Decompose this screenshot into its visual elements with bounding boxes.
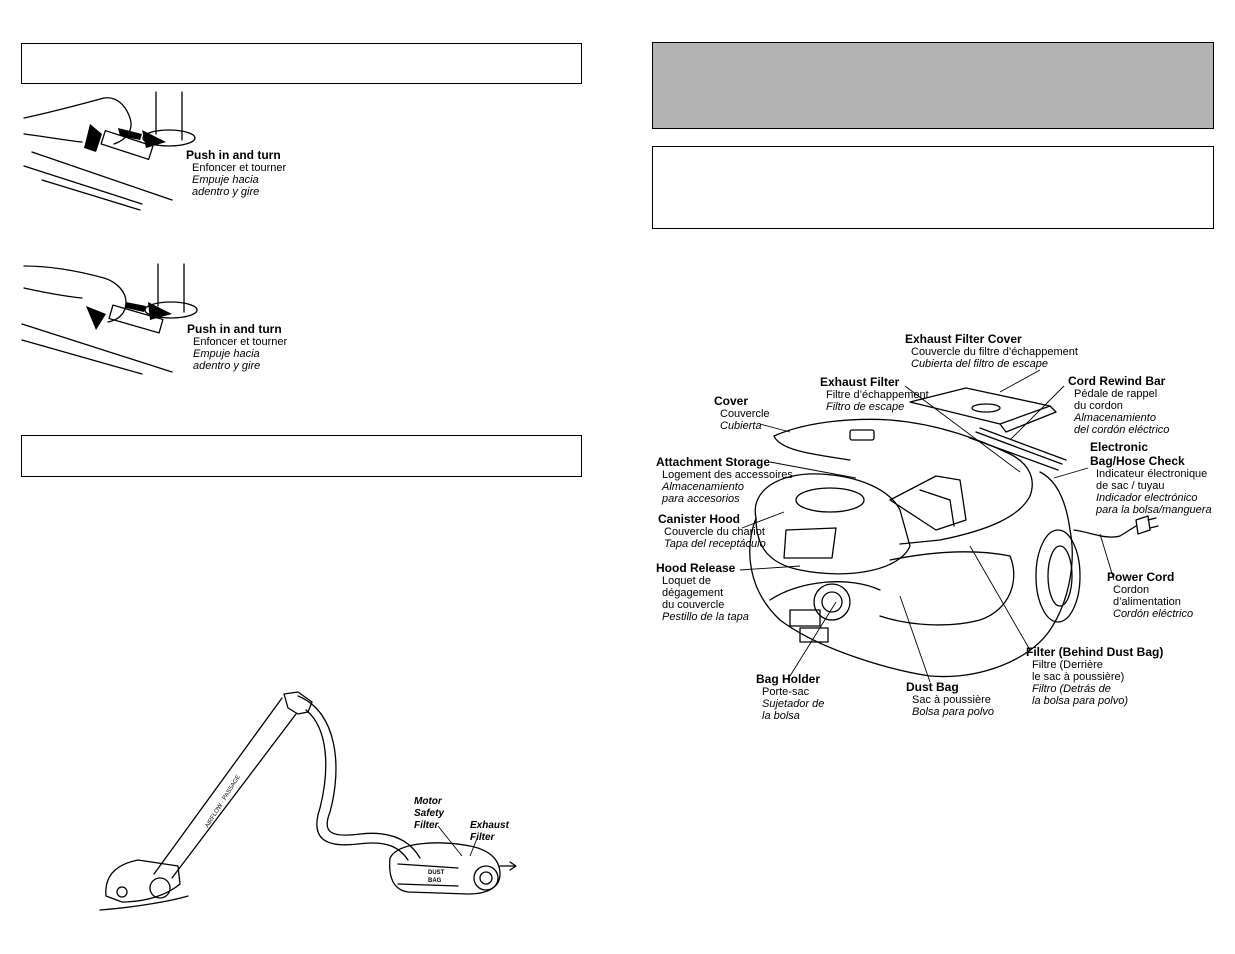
dust-bag-text-2: BAG — [428, 878, 442, 884]
label-canister-hood: Canister Hood Couvercle du chariot Tapa … — [658, 512, 766, 550]
left-header-box-1 — [21, 43, 582, 84]
right-header-box-gray — [652, 42, 1214, 129]
label-electronic-bag-hose-check: Electronic Bag/Hose Check Indicateur éle… — [1090, 440, 1212, 516]
label-power-cord: Power Cord Cordon d’alimentation Cordón … — [1107, 570, 1194, 620]
airflow-diagram: AIRFLOW · PASSAGE DUST BAG — [99, 691, 517, 911]
step-1-label: Push in and turn Enfoncer et tourner Emp… — [186, 148, 287, 198]
canister-vacuum-illustration — [749, 387, 1159, 678]
label-exhaust-filter: Exhaust Filter Filtre d’échappement Filt… — [820, 375, 929, 413]
label-dust-bag: Dust Bag Sac à poussière Bolsa para polv… — [906, 680, 994, 718]
label-exhaust-filter-cover: Exhaust Filter Cover Couvercle du filtre… — [905, 332, 1078, 370]
label-hood-release: Hood Release Loquet de dégagement du cou… — [656, 561, 749, 623]
label-filter-behind-dust-bag: Filter (Behind Dust Bag) Filtre (Derrièr… — [1026, 645, 1164, 707]
left-header-box-2 — [21, 435, 582, 477]
motor-safety-filter-label: Motor Safety Filter — [414, 796, 445, 831]
label-cord-rewind-bar: Cord Rewind Bar Pédale de rappel du cord… — [1068, 374, 1170, 436]
dust-bag-text-1: DUST — [428, 870, 445, 876]
right-header-box-white — [652, 146, 1214, 229]
label-cover: Cover Couvercle Cubierta — [714, 394, 770, 432]
brush-roll-illustration-1 — [23, 91, 196, 211]
brush-roll-illustration-2 — [21, 263, 198, 375]
label-attachment-storage: Attachment Storage Logement des accessoi… — [656, 455, 793, 505]
step-2-label: Push in and turn Enfoncer et tourner Emp… — [187, 322, 288, 372]
label-bag-holder: Bag Holder Porte-sac Sujetador de la bol… — [756, 672, 825, 722]
exhaust-filter-small-label: Exhaust Filter — [470, 820, 509, 843]
